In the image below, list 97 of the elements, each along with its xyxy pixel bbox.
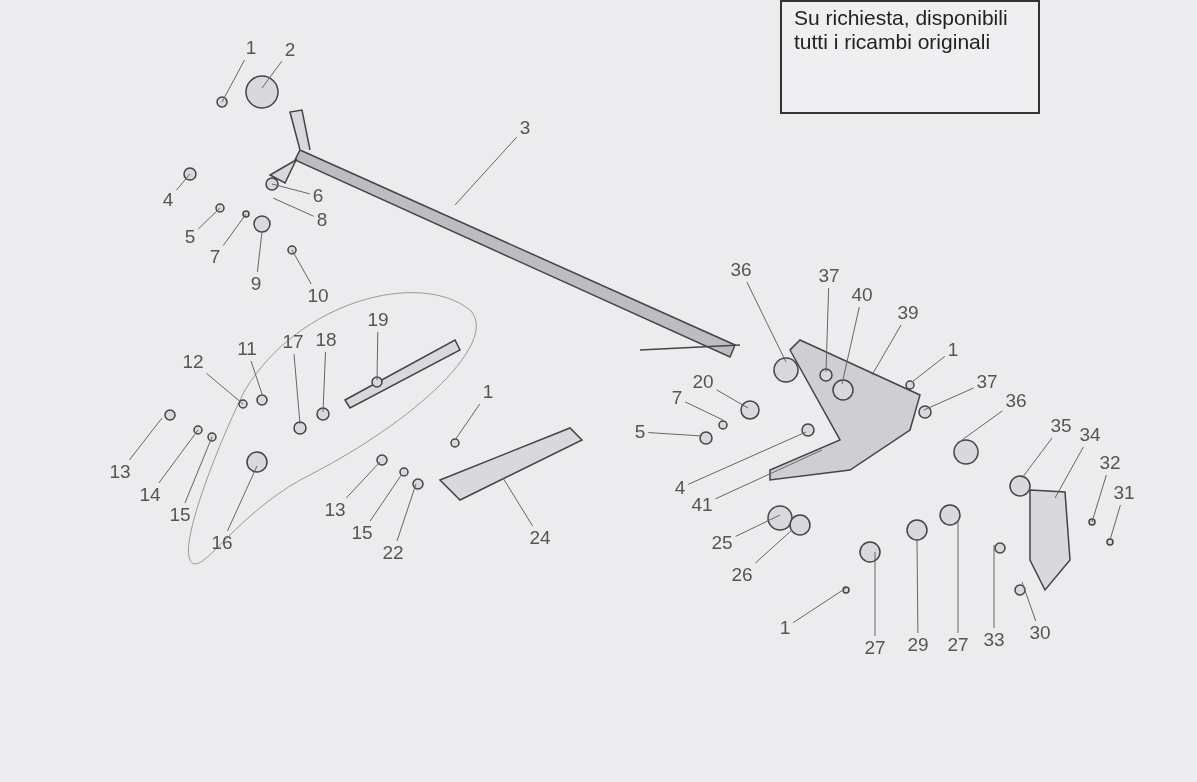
leader-line [454, 136, 518, 206]
leader-line [684, 401, 724, 421]
callout-number: 27 [863, 638, 887, 658]
leader-line [716, 389, 749, 409]
leader-line [221, 59, 246, 103]
callout-number: 35 [1049, 416, 1073, 436]
leader-line [291, 249, 312, 285]
leader-line [376, 331, 379, 381]
callout-number: 12 [181, 352, 205, 372]
callout-number: 18 [314, 330, 338, 350]
leader-line [272, 197, 315, 217]
leader-line [957, 519, 959, 634]
callout-number: 25 [710, 533, 734, 553]
callout-number: 39 [896, 303, 920, 323]
callout-number: 31 [1112, 483, 1136, 503]
callout-number: 36 [729, 260, 753, 280]
callout-number: 20 [691, 372, 715, 392]
callout-number: 41 [690, 495, 714, 515]
leader-line [916, 539, 919, 634]
leader-line [206, 372, 244, 405]
leader-line [502, 477, 534, 527]
leader-line [222, 213, 247, 246]
callout-number: 27 [946, 635, 970, 655]
leader-line [369, 473, 403, 522]
callout-number: 30 [1028, 623, 1052, 643]
leader-line [250, 360, 263, 395]
callout-number: 6 [311, 186, 325, 206]
leader-line [792, 587, 847, 624]
leader-line [158, 429, 199, 484]
callout-number: 13 [108, 462, 132, 482]
leader-line [841, 306, 860, 385]
callout-number: 33 [982, 630, 1006, 650]
leader-line [1021, 437, 1053, 479]
callout-number: 26 [730, 565, 754, 585]
callout-number: 1 [481, 382, 495, 402]
callout-number: 37 [975, 372, 999, 392]
callout-number: 15 [350, 523, 374, 543]
leader-line [1054, 446, 1084, 499]
leader-line [128, 417, 163, 461]
leader-line [256, 231, 263, 273]
leader-line [647, 432, 703, 437]
callout-number: 17 [281, 332, 305, 352]
leader-line [226, 465, 258, 532]
leader-line [911, 355, 946, 383]
callout-number: 7 [208, 247, 222, 267]
callout-number: 16 [210, 533, 234, 553]
leader-line [261, 60, 283, 89]
callout-number: 4 [161, 190, 175, 210]
callout-number: 4 [673, 478, 687, 498]
callout-number: 22 [381, 543, 405, 563]
leader-line [715, 449, 823, 500]
callout-number: 40 [850, 285, 874, 305]
leader-line [1109, 504, 1121, 541]
callout-number: 9 [249, 274, 263, 294]
leader-line [923, 387, 974, 411]
callout-number: 11 [236, 339, 258, 359]
callout-number: 34 [1078, 425, 1102, 445]
leader-line [175, 173, 191, 191]
callout-number: 15 [168, 505, 192, 525]
leader-line [874, 551, 876, 637]
leader-line [271, 183, 311, 195]
leader-line [754, 529, 793, 564]
callout-number: 5 [633, 422, 647, 442]
leader-line [293, 353, 301, 425]
leader-line [746, 281, 787, 363]
callout-number: 10 [306, 286, 330, 306]
leader-line [345, 461, 381, 499]
leader-line [396, 483, 417, 542]
callout-number: 36 [1004, 391, 1028, 411]
leader-line [871, 324, 902, 376]
callout-number: 29 [906, 635, 930, 655]
callout-number: 8 [315, 210, 329, 230]
leader-line [735, 514, 781, 537]
callout-number: 5 [183, 227, 197, 247]
callout-number: 14 [138, 485, 162, 505]
callout-number: 13 [323, 500, 347, 520]
leader-line [825, 287, 830, 373]
leader-line [454, 403, 481, 441]
leader-line [1021, 581, 1037, 622]
callout-number: 7 [670, 388, 684, 408]
leader-line [197, 207, 221, 230]
leader-line [993, 544, 995, 629]
callout-number: 3 [518, 118, 532, 138]
leader-line [687, 431, 807, 485]
callout-number: 24 [528, 528, 552, 548]
leader-line [322, 351, 326, 413]
callout-number: 1 [946, 340, 960, 360]
callout-number: 1 [244, 38, 258, 58]
leader-line [1091, 474, 1107, 523]
leader-line [184, 436, 213, 504]
callout-number: 32 [1098, 453, 1122, 473]
callout-number: 19 [366, 310, 390, 330]
callout-number: 1 [778, 618, 792, 638]
callout-number: 2 [283, 40, 297, 60]
leader-line [961, 410, 1003, 441]
callout-number: 37 [817, 266, 841, 286]
note-box: Su richiesta, disponibili tutti i ricambi originali [780, 0, 1040, 114]
